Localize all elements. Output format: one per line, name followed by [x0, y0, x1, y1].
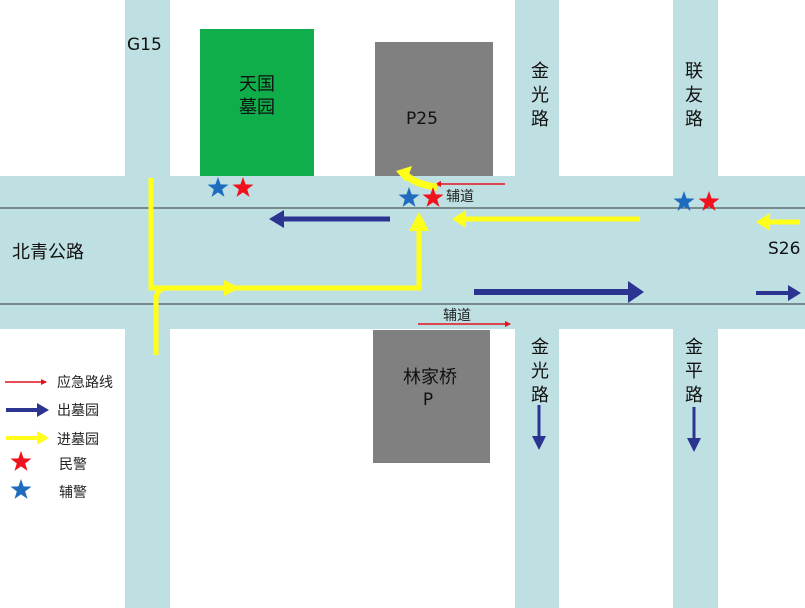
parking-p25-block: [375, 42, 493, 176]
auxiliary-post-1: [207, 177, 229, 197]
auxiliary-post-2: [398, 187, 420, 207]
enter-route-g15-south: [153, 285, 169, 355]
parking-linjiaqiao-label-line2: P: [423, 390, 433, 410]
side-road-north-label: 辅道: [446, 189, 474, 205]
cemetery-label-line1: 天国: [239, 74, 275, 95]
g15-label: G15: [127, 35, 162, 55]
auxiliary-post-3: [673, 191, 695, 211]
jinguang-south-char-1: 金: [531, 337, 549, 358]
jinguang-north-char-3: 路: [531, 109, 549, 130]
s26-label: S26: [768, 239, 800, 259]
parking-p25-label: P25: [406, 109, 438, 129]
jinguang-north-char-2: 光: [531, 85, 549, 106]
legend: 应急路线 出墓园 进墓园 民警 辅警: [5, 374, 113, 501]
legend-enter-label: 进墓园: [57, 432, 99, 448]
enter-route-main: [148, 178, 422, 291]
exit-route-jinping-arrowhead: [687, 438, 701, 452]
jinping-char-3: 路: [685, 385, 703, 406]
legend-police-label: 民警: [59, 457, 87, 473]
cemetery-block: [200, 29, 314, 176]
exit-route-east-arrowhead: [628, 281, 644, 303]
beiqing-road-label: 北青公路: [12, 242, 84, 263]
jinping-char-1: 金: [685, 337, 703, 358]
parking-linjiaqiao-label-line1: 林家桥: [403, 367, 457, 388]
legend-auxiliary-star: [10, 479, 32, 499]
enter-route-p25-arrowhead: [396, 166, 412, 182]
cemetery-label-line2: 墓园: [239, 97, 275, 118]
jinguang-south-char-2: 光: [531, 361, 549, 382]
jinguang-south-char-3: 路: [531, 385, 549, 406]
police-post-2: [422, 187, 444, 207]
police-post-3: [698, 191, 720, 211]
legend-police-star: [10, 451, 32, 471]
enter-route-s26-arrowhead: [756, 213, 770, 231]
legend-enter-arrowhead: [37, 431, 49, 445]
lianyou-char-1: 联: [685, 61, 703, 82]
parking-linjiaqiao-block: [373, 330, 490, 463]
lianyou-char-3: 路: [685, 109, 703, 130]
enter-route-arrowhead-up: [409, 212, 429, 231]
police-post-1: [232, 177, 254, 197]
legend-exit-label: 出墓园: [57, 403, 99, 419]
legend-auxiliary-label: 辅警: [59, 485, 87, 501]
exit-route-jinguang-arrowhead: [532, 436, 546, 450]
jinguang-north-char-1: 金: [531, 61, 549, 82]
side-road-south-label: 辅道: [443, 308, 471, 324]
exit-route-west-arrowhead: [269, 210, 284, 228]
enter-route-p25: [404, 173, 438, 191]
exit-route-s26-arrowhead: [788, 285, 801, 301]
legend-exit-arrowhead: [37, 403, 49, 417]
jinping-char-2: 平: [685, 361, 703, 382]
enter-route-arrowhead-right: [224, 280, 240, 296]
lianyou-char-2: 友: [685, 85, 703, 106]
enter-route-west-arrowhead: [452, 210, 466, 228]
legend-emergency-label: 应急路线: [57, 374, 113, 391]
